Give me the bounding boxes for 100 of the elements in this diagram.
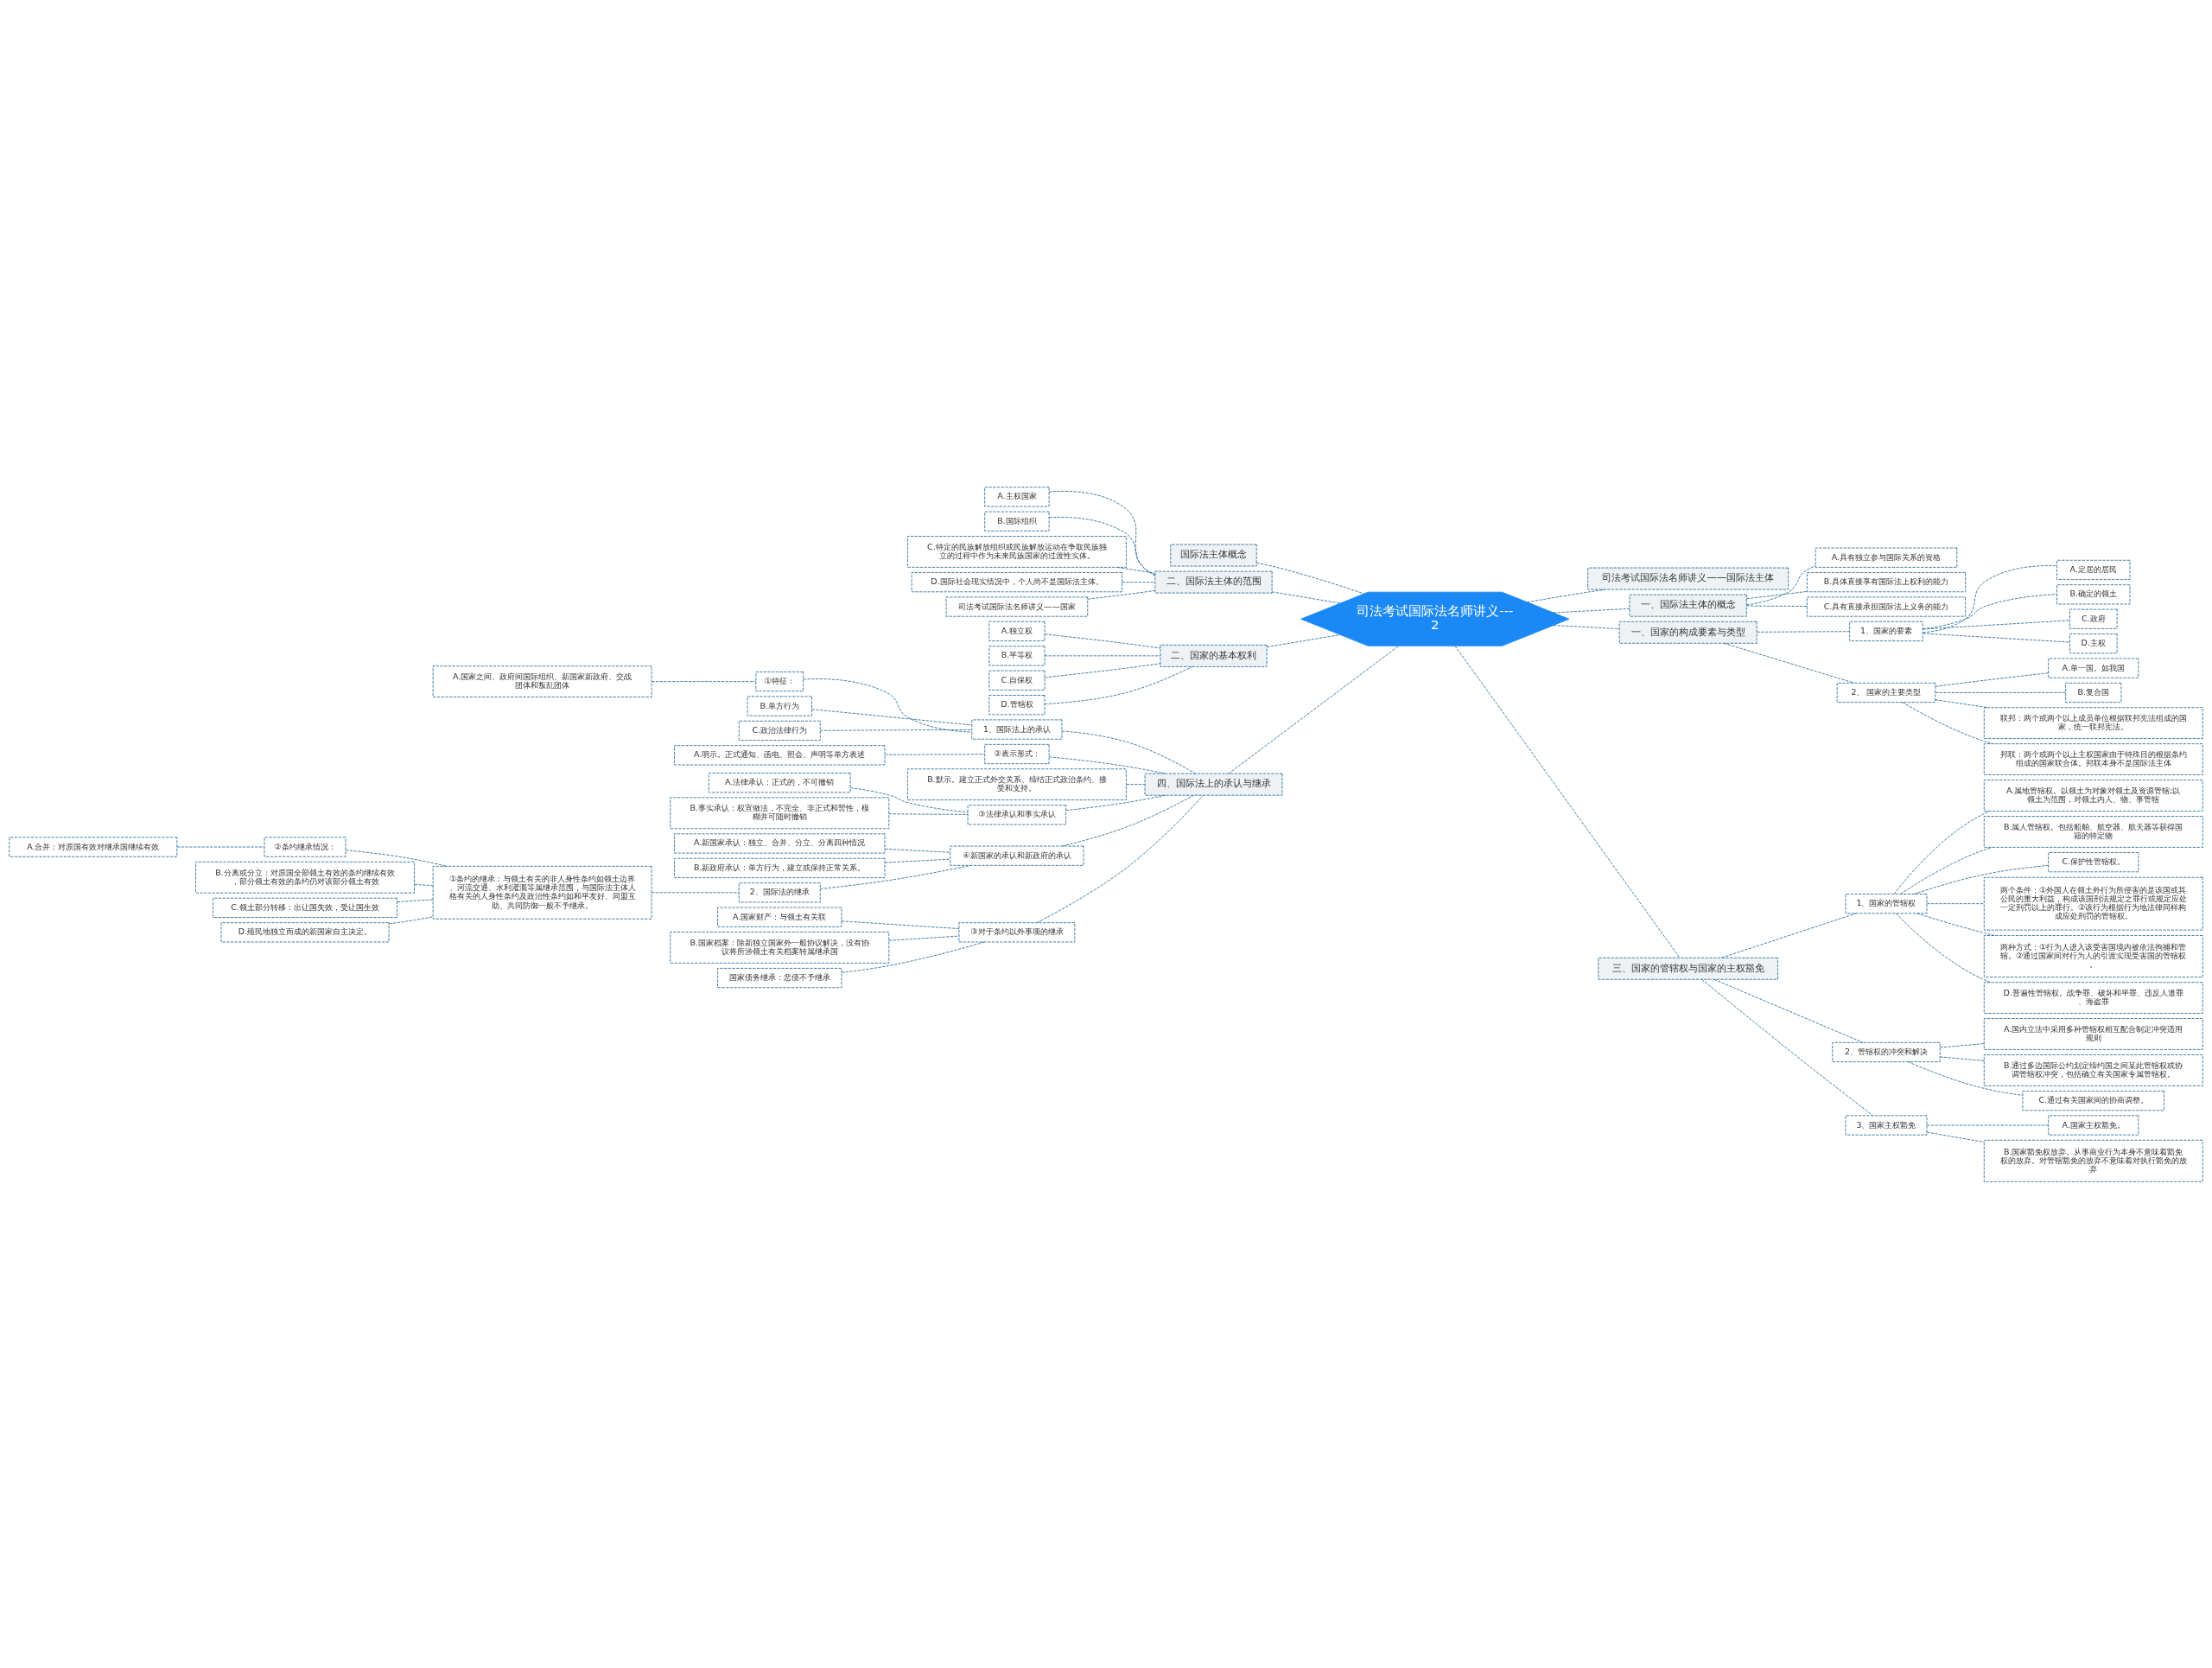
- connector: [1048, 490, 1156, 576]
- node-box: 1、国家的管辖权: [1845, 893, 1928, 914]
- node-box: B.复合国: [2065, 682, 2122, 703]
- node-box: 2、国际法的继承: [738, 882, 821, 902]
- connector: [1701, 978, 1873, 1116]
- node-box: C.自保权: [988, 670, 1046, 691]
- node-box: B.具体直接享有国际法上权利的能力: [1806, 571, 1967, 592]
- connector: [651, 891, 740, 893]
- connector: [884, 848, 951, 853]
- node-box: ②条约继承情况：: [264, 836, 346, 857]
- node-box: A.定居的居民: [2056, 559, 2131, 580]
- connector: [1454, 645, 1681, 958]
- node-box: A.主权国家: [984, 486, 1050, 506]
- connector: [1065, 794, 1166, 811]
- connector: [1907, 1060, 2024, 1096]
- connector: [888, 935, 960, 941]
- node-box: A.明示。正式通知、函电、照会、声明等单方表述: [674, 744, 886, 765]
- node-box: A.国家财产：与领土有关联: [717, 907, 842, 927]
- connector: [1044, 662, 1161, 678]
- node-box: A.国内立法中采用多种管辖权相互配合制定冲突适用规则: [1983, 1017, 2203, 1050]
- node-box: 一、国际法主体的概念: [1629, 594, 1747, 617]
- connector: [1757, 630, 1850, 633]
- connector: [1228, 645, 1400, 774]
- node-box: ①条约的继承：与领土有关的非人身性条约如领土边界、河流交通、水利灌溉等属继承范围，与国际法主体人格有关的人身性条约及政治性条约如和平友好、同盟互助、共同防御一般不予继承。: [432, 865, 652, 920]
- connector: [1926, 1124, 2049, 1125]
- node-box: 四、国际法上的承认与继承: [1144, 773, 1283, 796]
- node-box: B.新政府承认：单方行为，建立或保持正常关系。: [674, 857, 886, 878]
- node-box: 联邦：两个或两个以上成员单位根据联邦宪法组成的国家，统一联邦宪法。: [1983, 706, 2203, 739]
- node-box: 1、国家的要素: [1849, 621, 1923, 641]
- node-box: A.法律承认：正式的，不可撤销: [708, 772, 851, 793]
- connector: [1271, 590, 1341, 603]
- connector: [1126, 783, 1146, 785]
- node-box: ③法律承认和事实承认: [967, 804, 1067, 824]
- connector: [1255, 562, 1364, 594]
- connector: [1935, 698, 1988, 708]
- node-box: ①特征：: [755, 671, 804, 691]
- node-box: A.单一国。如我国: [2048, 657, 2139, 678]
- node-box: A.国家之间、政府间国际组织、新国家新政府、交战团体和叛乱团体: [432, 665, 652, 697]
- connector: [1923, 619, 2070, 629]
- connector: [1087, 589, 1156, 600]
- node-box: D.主权: [2069, 633, 2118, 653]
- connector: [1061, 794, 1194, 846]
- node-box: C.通过有关国家间的协商调整。: [2022, 1090, 2165, 1111]
- connector: [1939, 1042, 1985, 1047]
- node-box: 国家债务继承：恶债不予继承: [717, 967, 842, 988]
- node-box: ④新国家的承认和新政府的承认: [950, 845, 1084, 866]
- connector: [1048, 516, 1156, 575]
- node-box: C.保护性管辖权。: [2048, 851, 2139, 872]
- connector: [397, 898, 434, 902]
- node-box: A.具有独立参与国际关系的资格: [1815, 547, 1958, 568]
- node-box: B.分离或分立：对原国全部领土有效的条约继续有效，部分领土有效的条约仍对该部分领土有效: [195, 861, 415, 894]
- connector: [1553, 624, 1620, 629]
- node-box: 国际法主体概念: [1170, 544, 1257, 566]
- node-box: 两个条件：①外国人在领土外行为所侵害的是该国或其公民的重大利益，构成该国刑法规定之罪行或规定应处一定刑罚以上的罪行。②该行为根据行为地法律同样构成应处刑罚的管辖权。: [1983, 876, 2203, 931]
- connector: [819, 729, 973, 731]
- node-box: C.具有直接承担国际法上义务的能力: [1806, 595, 1967, 617]
- connector: [1745, 564, 1816, 605]
- connector: [1893, 810, 1991, 894]
- node-box: D.普遍性管辖权。战争罪、破坏和平罪、违反人道罪、海盗罪: [1983, 981, 2203, 1014]
- connector: [1746, 605, 1808, 607]
- node-box: 司法考试国际法名师讲义——国际法主体: [1587, 567, 1789, 590]
- node-box: B.国际组织: [984, 511, 1050, 532]
- connector: [1553, 608, 1630, 613]
- connector: [841, 941, 985, 973]
- connector: [176, 846, 265, 847]
- node-box: C.政府: [2069, 608, 2118, 629]
- node-box: B.国家豁免权放弃。从事商业行为本身不意味着豁免权的放弃。对管辖豁免的放弃不意味着对执行豁免的放弃: [1983, 1139, 2203, 1182]
- node-box: 二、国际法主体的范围: [1154, 570, 1273, 594]
- node-box: A.国家主权豁免。: [2048, 1114, 2139, 1136]
- node-box: 2、 国家的主要类型: [1836, 682, 1936, 703]
- connector: [1900, 846, 1993, 894]
- connector: [841, 920, 960, 929]
- node-box: A.独立权: [988, 621, 1046, 641]
- connector: [888, 812, 969, 815]
- connector: [1713, 978, 1864, 1043]
- connector: [1061, 729, 1196, 774]
- node-box: A.属地管辖权。以领土为对象对领土及资源管辖;以领土为范围，对领土内人、物、事管辖: [1983, 779, 2203, 812]
- node-box: 二、国家的基本权利: [1160, 644, 1268, 667]
- connector: [1044, 633, 1161, 648]
- connector: [345, 849, 448, 867]
- connector: [1916, 912, 1995, 936]
- connector: [1721, 912, 1857, 958]
- node-box: A.合并：对原国有效对继承国继续有效: [9, 836, 178, 857]
- connector: [1122, 581, 1156, 583]
- node-box: 2、管辖权的冲突和解决: [1832, 1041, 1941, 1062]
- connector: [803, 678, 972, 732]
- node-box: C.特定的民族解放组织或民族解放运动在争取民族独立的过程中作为未来民族国家的过渡性实体。: [906, 535, 1127, 568]
- connector: [651, 680, 757, 682]
- connector: [1923, 633, 2070, 642]
- connector: [414, 883, 434, 886]
- node-box: 三、国家的管辖权与国家的主权豁免: [1598, 957, 1778, 980]
- connector: [388, 915, 434, 924]
- connector: [1044, 665, 1193, 704]
- node-box: B.事实承认：权宜做法，不完全、非正式和暂性，模糊并可随时撤销: [670, 796, 890, 829]
- node-box: ②表示形式：: [984, 743, 1050, 764]
- node-box: 两种方式：①行为人进入该受害国境内被依法拘捕和管辖。②通过国家间对行为人的引渡实现受害国的管辖权。: [1983, 934, 2203, 977]
- node-box: D.管辖权: [988, 694, 1046, 715]
- node-box: B.属人管辖权。包括船舶、航空器、航天器等获得国籍的特定物: [1983, 815, 2203, 848]
- node-box: 邦联：两个或两个以上主权国家由于特殊目的根据条约组成的国家联合体。邦联本身不是国际法主体: [1983, 742, 2203, 775]
- connector: [1926, 1131, 1985, 1143]
